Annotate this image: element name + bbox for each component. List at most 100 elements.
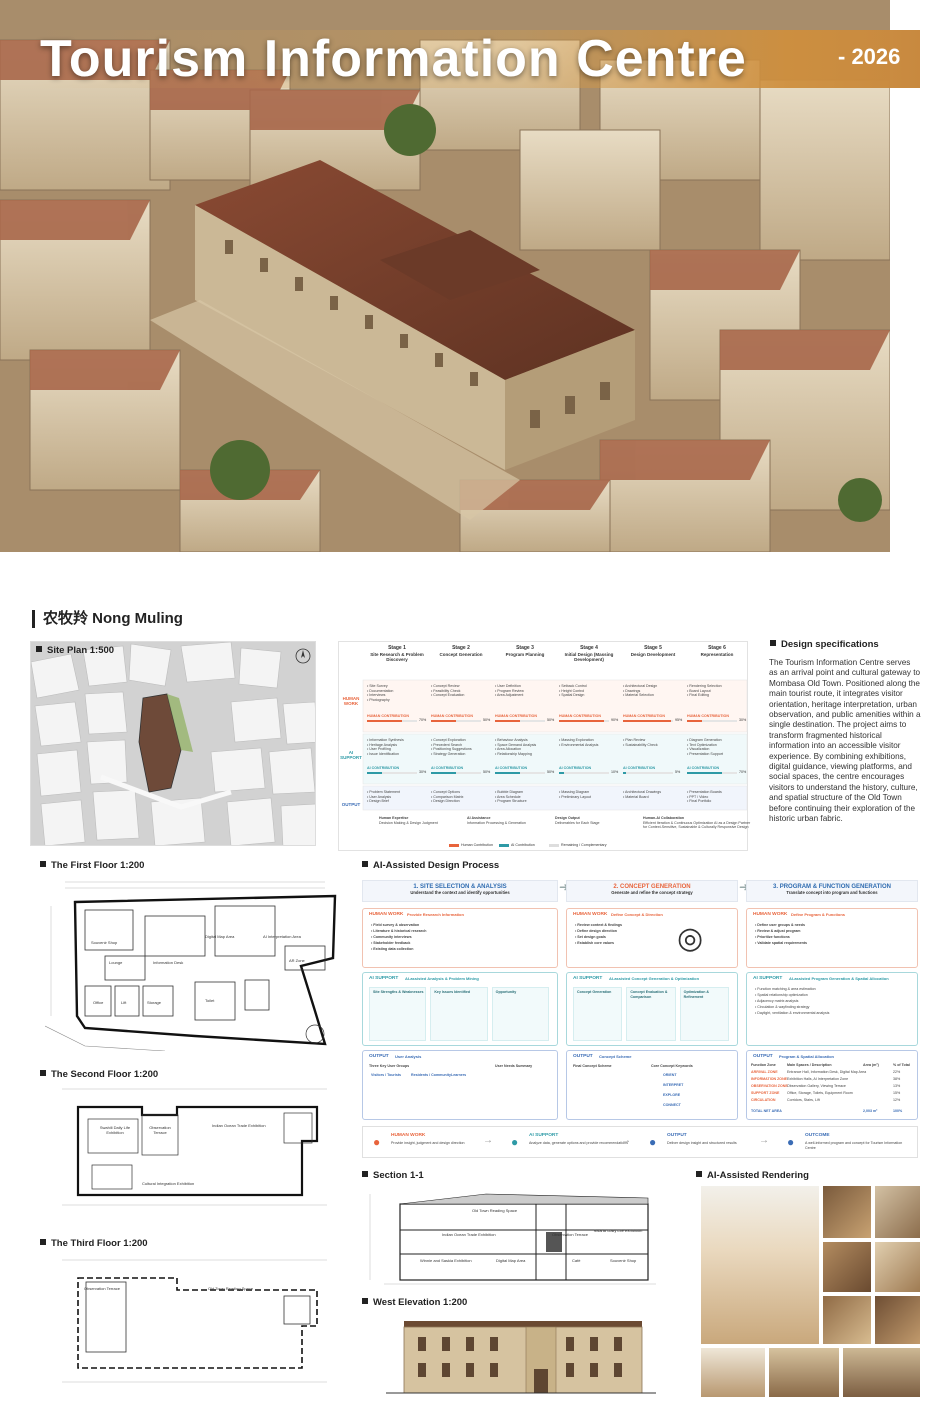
matrix-cell-item: • Program Structure — [495, 799, 527, 804]
footer-title: Human Expertise — [379, 816, 409, 820]
matrix-cell-item: • Preliminary Layout — [559, 794, 592, 799]
ai-support-card: AI SUPPORT AI-assisted Program Generation… — [746, 972, 918, 1046]
matrix-cell-item: • Architectural Design — [623, 684, 658, 688]
summary-title: AI SUPPORT — [529, 1133, 559, 1138]
author-name: 农牧羚 Nong Muling — [32, 610, 183, 628]
process-step-subtitle: Translate concept into program and funct… — [786, 890, 878, 895]
contribution-value: 95% — [675, 718, 683, 722]
step-arrow-icon: ➜ — [739, 880, 750, 894]
contribution-value: 70% — [419, 718, 427, 722]
card-head: OUTPUT — [573, 1054, 593, 1059]
card-head: AI SUPPORT — [573, 976, 603, 981]
matrix-cell-item: • Area Schedule — [495, 794, 521, 799]
row-label: HUMAN WORK — [342, 696, 360, 706]
matrix-cell-item: • Plan Review — [623, 738, 646, 742]
room-toilet: Toilet — [205, 998, 215, 1003]
matrix-cell-item: • Concept Exploration — [431, 738, 466, 742]
matrix-cell-item: • Feasibility Check — [431, 688, 461, 693]
render-interior-1 — [823, 1186, 871, 1238]
stage-name: Program Planning — [505, 651, 545, 657]
contribution-bar — [623, 772, 626, 774]
render-exterior-2 — [769, 1348, 839, 1397]
process-step-subtitle: Generate and refine the concept strategy — [611, 890, 693, 895]
table-cell: Entrance Hall, Information Desk, Digital… — [787, 1070, 867, 1074]
room-observation-terrace-3f: Observation Terrace — [84, 1286, 120, 1291]
matrix-grid — [362, 679, 748, 811]
user-group: Residents / Community — [411, 1073, 451, 1077]
summary-title: OUTCOME — [805, 1133, 830, 1138]
matrix-cell-item: • Information Synthesis — [367, 738, 404, 742]
second-floor-drawing — [62, 1088, 327, 1206]
contribution-label: HUMAN CONTRIBUTION — [495, 714, 537, 718]
room-ar-zone: AR Zone — [289, 958, 305, 963]
contribution-value: 30% — [419, 770, 427, 774]
matrix-cell: • Setback Control• Height Control• Spati… — [559, 684, 617, 698]
west-elevation-drawing — [366, 1313, 666, 1398]
hero-aerial-render — [0, 0, 890, 552]
matrix-cell-item: • Rendering Selection — [687, 684, 722, 688]
first-floor-plan: Souvenir Shop Lounge Digital Map Area In… — [44, 876, 345, 1052]
project-year: - 2026 — [838, 44, 901, 69]
table-cell: 12% — [893, 1098, 901, 1102]
matrix-cell-item: • Board Layout — [687, 688, 711, 693]
render-exterior-3 — [843, 1348, 920, 1397]
legend-swatch — [549, 844, 559, 847]
matrix-cell-item: • Final Editing — [687, 693, 710, 698]
ai-col: Opportunity — [491, 987, 549, 1041]
step-arrow-icon: ➜ — [559, 880, 570, 894]
matrix-cell-item: • Text Optimization — [687, 742, 717, 747]
card-item: • Prioritize functions — [755, 935, 790, 939]
ai-col-title: Site Strengths & Weaknesses — [373, 990, 424, 994]
summary-icon: ● — [787, 1135, 795, 1149]
contribution-bar — [367, 720, 402, 722]
card-tag: AI-assisted Program Generation & Spatial… — [789, 976, 889, 981]
matrix-cell-item: • Design Brief — [367, 799, 389, 804]
card-head: HUMAN WORK — [753, 912, 788, 917]
section-drawing: Old Town Reading Space Indian Ocean Trad… — [366, 1186, 666, 1288]
matrix-cell: • Massing Exploration• Environmental Ana… — [559, 738, 617, 747]
render-interior-6 — [875, 1296, 920, 1344]
contribution-label: AI CONTRIBUTION — [623, 766, 656, 770]
card-head: HUMAN WORK — [369, 912, 404, 917]
summary-title: HUMAN WORK — [391, 1133, 426, 1138]
legend-label: AI Contribution — [511, 843, 535, 847]
footer-desc: Information Processing & Generation — [467, 820, 526, 825]
matrix-cell-item: • Final Portfolio — [687, 799, 712, 804]
process-step-title: 2. CONCEPT GENERATION — [613, 884, 691, 890]
matrix-cell: • Concept Exploration• Precedent Search•… — [431, 738, 489, 756]
card-item: • Validate spatial requirements — [755, 941, 807, 945]
contribution-label: HUMAN CONTRIBUTION — [367, 714, 409, 718]
card-item: • Spatial relationship optimization — [755, 993, 808, 997]
matrix-cell-item: • Material Board — [623, 794, 649, 799]
table-total: TOTAL NET AREA — [751, 1109, 782, 1113]
matrix-cell-item: • Issue Identification — [367, 751, 400, 756]
user-group: Learners — [451, 1073, 467, 1077]
matrix-cell-item: • Sustainability Check — [623, 742, 658, 747]
matrix-cell-item: • Material Selection — [623, 693, 654, 698]
contribution-bar-bg — [495, 772, 545, 774]
card-item: • Review & adjust program — [755, 929, 801, 933]
table-cell: Office, Storage, Toilets, Equipment Room — [787, 1091, 853, 1095]
card-item: • Define design direction — [575, 929, 617, 933]
output-sub: User Needs Summary — [495, 1064, 533, 1068]
contribution-bar — [623, 720, 671, 722]
card-item: • Define user groups & needs — [755, 923, 805, 927]
rendering-heading: AI-Assisted Rendering — [696, 1170, 809, 1182]
contribution-bar-bg — [623, 772, 673, 774]
card-head: AI SUPPORT — [753, 976, 783, 981]
contribution-label: AI CONTRIBUTION — [687, 766, 720, 770]
contribution-value: 5% — [675, 770, 681, 774]
section-room-reading: Old Town Reading Space — [472, 1208, 518, 1213]
room-swahili-daily-life: Swahili Daily Life Exhibition — [99, 1125, 131, 1135]
